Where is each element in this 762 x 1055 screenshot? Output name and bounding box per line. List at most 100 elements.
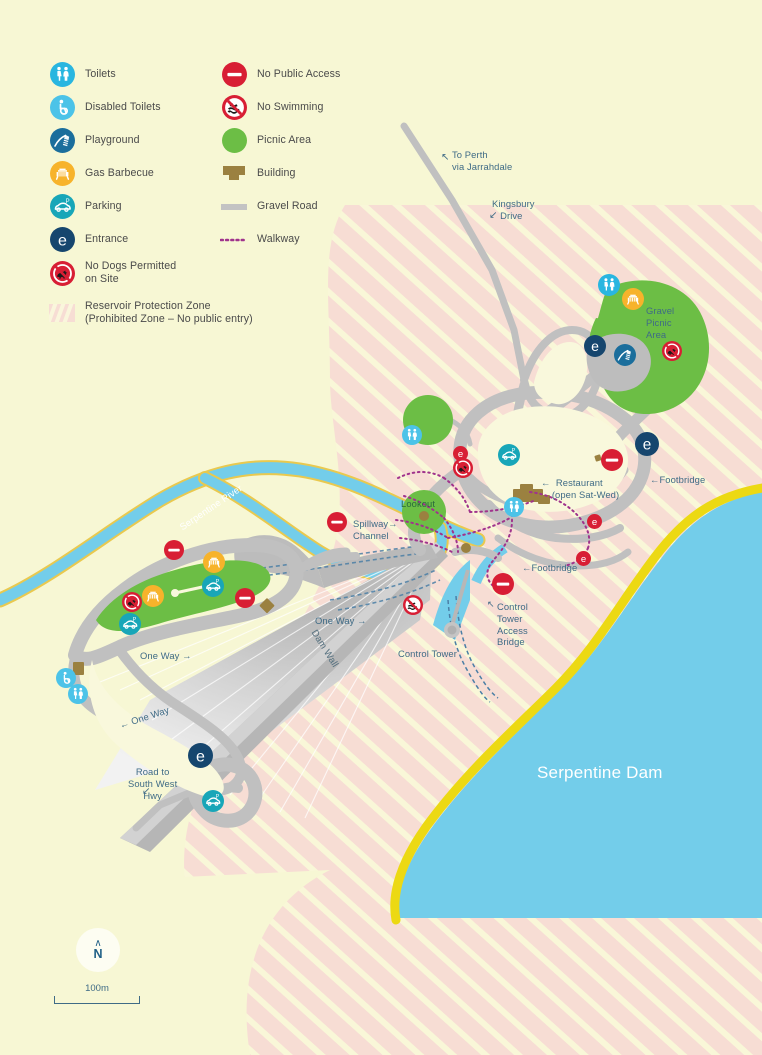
label-gravel-picnic-area: Gravel Picnic Area: [646, 305, 675, 340]
legend-item-playground[interactable]: Playground: [44, 124, 224, 157]
map-marker-entrance-small-s1[interactable]: e: [587, 514, 602, 534]
label-footbridge-lower: ←Footbridge: [522, 562, 578, 573]
map-marker-no-public-access-bridge[interactable]: [492, 573, 514, 600]
no-dogs-icon: [44, 256, 80, 290]
map-marker-parking-south[interactable]: P: [202, 790, 224, 817]
label-footbridge-upper: ←Footbridge: [650, 474, 706, 485]
svg-text:e: e: [458, 449, 463, 460]
label-one-way-right: One Way →: [315, 615, 367, 626]
map-marker-gas-barbecue-ne[interactable]: [622, 288, 644, 315]
west-loop-interior: [89, 660, 224, 798]
compass-arrow: ∧: [94, 938, 102, 950]
serpentine-dam-water: [390, 483, 762, 925]
map-marker-entrance-footbridge[interactable]: e: [635, 432, 659, 461]
legend-item-label: Building: [257, 166, 296, 179]
label-one-way-right-west: One Way →: [140, 650, 192, 661]
legend-item-gas-barbecue[interactable]: Gas Barbecue: [44, 157, 224, 190]
map-marker-no-public-access-west-n[interactable]: [164, 540, 184, 565]
map-marker-no-public-access-spillway[interactable]: [327, 512, 347, 537]
label-control-tower-access-bridge: Control Tower Access Bridge: [497, 601, 528, 648]
legend-item-reservoir-protection-zone[interactable]: Reservoir Protection Zone (Prohibited Zo…: [44, 296, 364, 336]
map-marker-no-public-access-west-e[interactable]: [235, 588, 255, 613]
map-marker-gas-barbecue-west-n[interactable]: [203, 551, 225, 578]
legend-item-building[interactable]: Building: [216, 157, 416, 190]
map-marker-gas-barbecue-west-s[interactable]: [142, 585, 164, 612]
map-marker-no-swimming-dam[interactable]: [403, 595, 423, 620]
reservoir-protection-zone-swatch: [44, 296, 80, 330]
zone-label-block: Reservoir Protection Zone (Prohibited Zo…: [80, 296, 253, 326]
map-marker-toilets-playground[interactable]: [402, 425, 422, 450]
svg-text:e: e: [643, 437, 652, 454]
zone-label-line2: (Prohibited Zone – No public entry): [85, 313, 253, 326]
map-marker-parking-central[interactable]: P: [498, 444, 520, 471]
legend-item-parking[interactable]: P Parking: [44, 190, 224, 223]
svg-text:e: e: [58, 232, 67, 249]
legend-item-label: No Public Access: [257, 67, 341, 80]
legend-item-entrance[interactable]: e Entrance: [44, 223, 224, 256]
legend-item-no-dogs[interactable]: No Dogs Permitted on Site: [44, 256, 224, 296]
svg-text:P: P: [133, 617, 137, 623]
map-marker-toilets-west[interactable]: [68, 684, 88, 709]
label-road-to-south-west-hwy: Road to South West Hwy: [128, 766, 178, 801]
scale-bar-line: [54, 996, 140, 1004]
arrow-to-perth: ↖: [441, 152, 450, 163]
map-marker-no-public-access-central[interactable]: [601, 449, 623, 476]
walkways: [395, 471, 591, 591]
walkway-swatch: [216, 223, 252, 256]
disabled-toilets-icon: [44, 91, 80, 124]
label-restaurant: ← Restaurant (open Sat-Wed): [541, 477, 620, 500]
label-lookout: Lookout: [401, 498, 436, 509]
label-spillway-channel: Spillway→ Channel: [353, 518, 398, 541]
arrow-control-tower-bridge: ↖: [487, 599, 495, 609]
map-marker-entrance-small-nw[interactable]: e: [453, 446, 468, 466]
label-kingsbury-drive: Kingsbury Drive: [492, 198, 535, 221]
legend-item-disabled-toilets[interactable]: Disabled Toilets: [44, 91, 224, 124]
legend-item-label: Entrance: [85, 232, 129, 245]
loop-interior: [477, 406, 629, 512]
map-marker-entrance-small-s2[interactable]: e: [576, 551, 591, 571]
gravel-road-swatch: [216, 190, 252, 223]
legend-item-walkway[interactable]: Walkway: [216, 223, 416, 256]
compass-north-label: N: [93, 947, 103, 962]
label-to-perth: To Perth via Jarrahdale: [452, 149, 513, 172]
map-marker-entrance-south[interactable]: e: [188, 743, 213, 773]
svg-text:e: e: [581, 554, 586, 565]
legend-item-label: Parking: [85, 199, 122, 212]
legend-item-toilets[interactable]: Toilets: [44, 58, 224, 91]
map-marker-parking-west-s[interactable]: P: [119, 613, 141, 640]
control-tower-core: [447, 625, 457, 635]
legend-item-no-swimming[interactable]: No Swimming: [216, 91, 416, 124]
legend-item-no-public-access[interactable]: No Public Access: [216, 58, 416, 91]
bridge-abutment: [461, 543, 471, 553]
label-control-tower: Control Tower: [398, 648, 457, 659]
map-marker-no-dogs-ne[interactable]: [662, 341, 682, 366]
map-marker-no-dogs-west[interactable]: [122, 592, 142, 617]
svg-text:e: e: [196, 748, 205, 765]
map-marker-entrance-ne[interactable]: e: [584, 335, 606, 362]
arrow-sw-hwy: ↙: [142, 786, 151, 797]
playground-icon: [44, 124, 80, 157]
legend-item-label: Playground: [85, 133, 140, 146]
building-swatch: [216, 157, 252, 190]
picnic-area-swatch: [216, 124, 252, 157]
parking-icon: P: [44, 190, 80, 223]
map-marker-parking-west-n[interactable]: P: [202, 575, 224, 602]
no-public-access-icon: [216, 58, 252, 91]
map-marker-disabled-toilets-west[interactable]: [56, 668, 76, 693]
legend-item-label: Gravel Road: [257, 199, 318, 212]
label-serpentine-dam: Serpentine Dam: [537, 763, 663, 782]
map-marker-playground-ne[interactable]: [614, 344, 636, 371]
svg-text:e: e: [592, 517, 597, 528]
scale-bar-label: 100m: [85, 983, 109, 994]
legend-item-gravel-road[interactable]: Gravel Road: [216, 190, 416, 223]
entrance-icon: e: [44, 223, 80, 256]
map-marker-toilets-restaurant[interactable]: [504, 497, 524, 522]
map-marker-no-dogs-central[interactable]: [453, 458, 473, 483]
legend-item-label: Disabled Toilets: [85, 100, 161, 113]
legend-item-picnic-area[interactable]: Picnic Area: [216, 124, 416, 157]
legend-right-column: No Public Access No Swimming Picnic Area: [216, 58, 416, 256]
map-marker-toilets-ne[interactable]: [598, 274, 620, 301]
